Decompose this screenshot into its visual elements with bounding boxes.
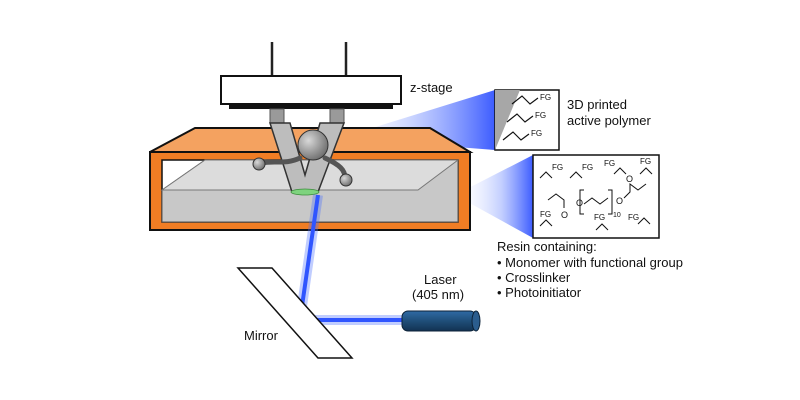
svg-text:FG: FG xyxy=(582,163,593,172)
resin-item-crosslinker: • Crosslinker xyxy=(497,270,571,285)
laser-label-line1: Laser xyxy=(424,272,457,287)
z-stage-rods xyxy=(270,42,348,76)
z-stage xyxy=(220,75,402,109)
svg-text:FG: FG xyxy=(540,93,551,102)
laser-device xyxy=(401,310,481,332)
svg-text:FG: FG xyxy=(531,129,542,138)
resin-item-photoinitiator-text: Photoinitiator xyxy=(505,285,582,300)
printed-object xyxy=(252,122,353,196)
mirror-label: Mirror xyxy=(244,328,278,343)
svg-text:FG: FG xyxy=(628,213,639,222)
resin-title: Resin containing: xyxy=(497,239,597,254)
svg-text:FG: FG xyxy=(552,163,563,172)
svg-text:FG: FG xyxy=(540,210,551,219)
resin-item-crosslinker-text: Crosslinker xyxy=(505,270,571,285)
resin-item-monomer-text: Monomer with functional group xyxy=(505,255,683,270)
cured-layer xyxy=(290,188,320,196)
polymer-callout: FG FG FG xyxy=(494,89,560,151)
svg-text:FG: FG xyxy=(604,159,615,168)
svg-text:FG: FG xyxy=(640,157,651,166)
svg-text:FG: FG xyxy=(535,111,546,120)
svg-text:O: O xyxy=(561,210,568,220)
resin-callout: FG FG FG FG O O 10 O O FG FG FG xyxy=(532,154,660,239)
svg-text:O: O xyxy=(626,174,633,184)
polymer-label-line1: 3D printed xyxy=(567,97,627,112)
svg-text:FG: FG xyxy=(594,213,605,222)
laser-label-line2: (405 nm) xyxy=(412,287,465,302)
resin-item-photoinitiator: • Photoinitiator xyxy=(497,285,582,300)
zoom-beam-resin xyxy=(455,155,533,238)
build-platform-legs xyxy=(269,108,345,124)
z-stage-label: z-stage xyxy=(410,80,453,95)
svg-text:O: O xyxy=(616,196,623,206)
mirror xyxy=(236,267,354,359)
svg-text:10: 10 xyxy=(613,212,621,219)
polymer-label-line2: active polymer xyxy=(567,113,651,128)
resin-item-monomer: • Monomer with functional group xyxy=(497,255,683,270)
